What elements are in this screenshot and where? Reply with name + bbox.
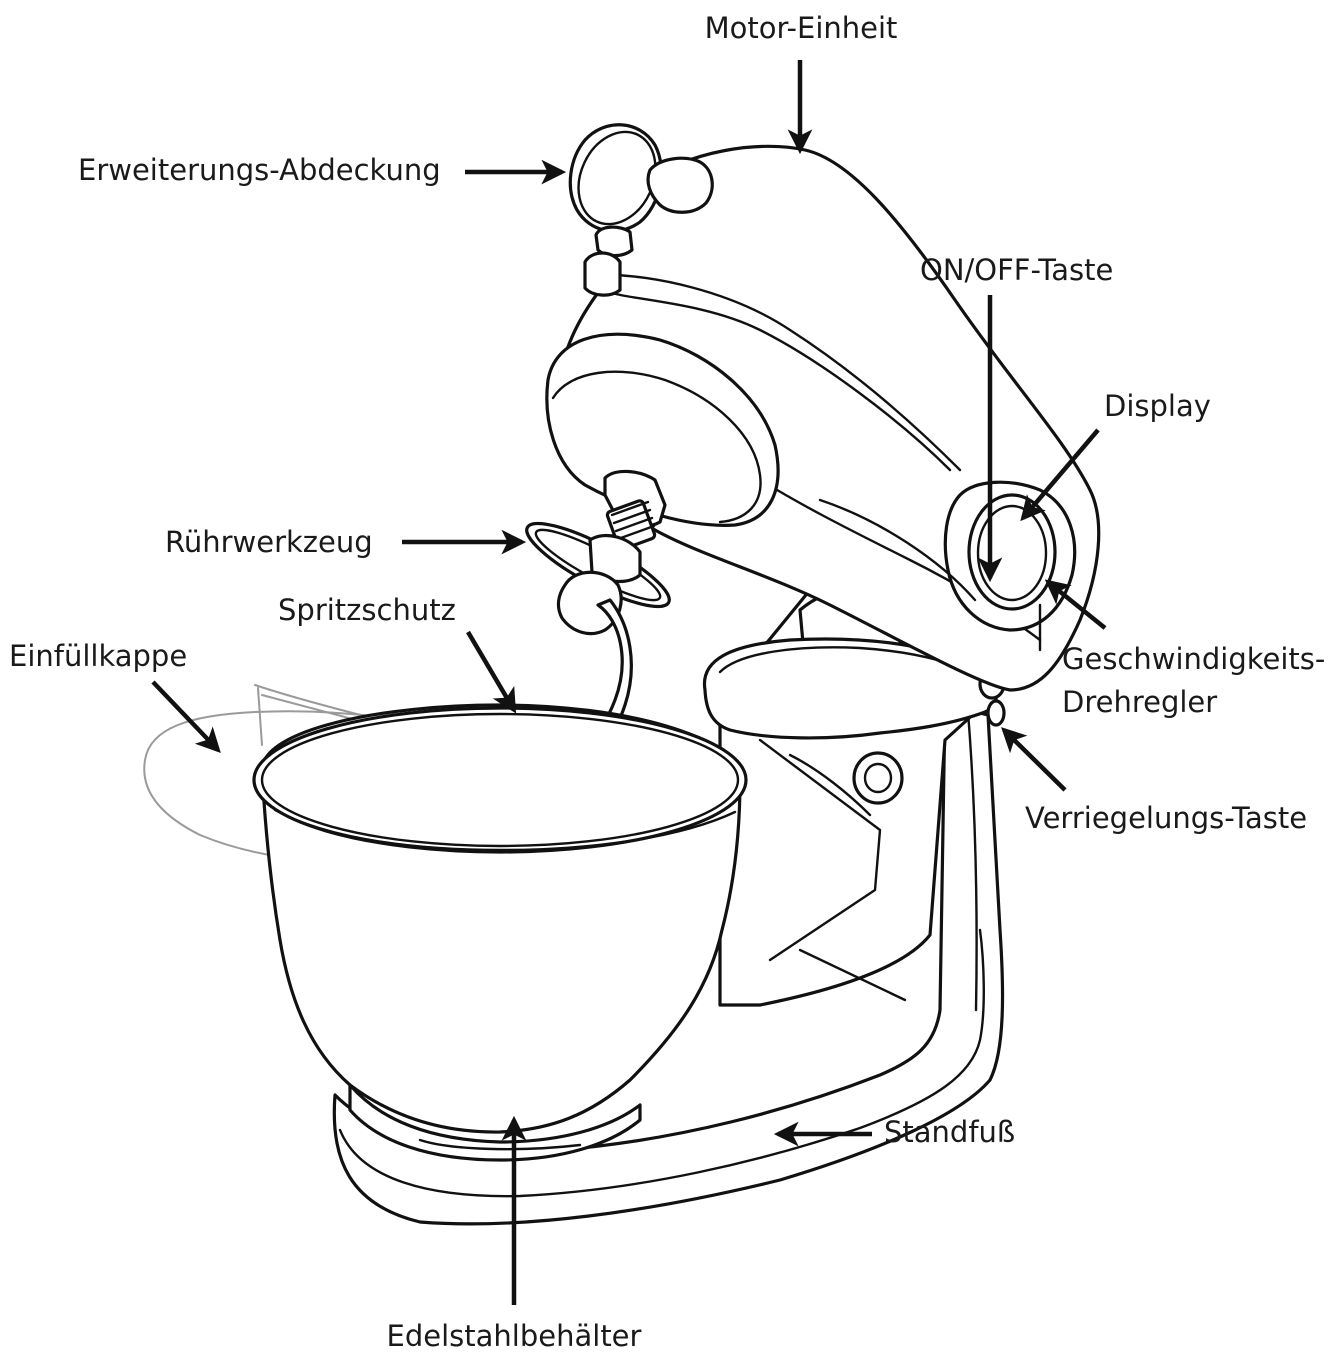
label-lock-button: Verriegelungs-Taste [1025, 801, 1308, 835]
arrow-splash-guard [466, 630, 517, 714]
label-filler-cap: Einfüllkappe [9, 639, 188, 673]
label-on-off-button: ON/OFF-Taste [920, 253, 1114, 287]
arrow-speed-knob [1044, 579, 1107, 630]
motor-head-drawing [545, 144, 1101, 692]
label-speed-knob-line2: Drehregler [1062, 685, 1218, 719]
bowl-drawing [252, 703, 748, 1162]
label-motor-unit: Motor-Einheit [704, 11, 898, 45]
label-splash-guard: Spritzschutz [278, 593, 456, 627]
arrow-lock-button [1001, 727, 1067, 792]
label-speed-knob-line1: Geschwindigkeits- [1062, 642, 1326, 676]
arrow-filler-cap [151, 680, 221, 753]
arrow-display [1020, 428, 1100, 522]
annotation-arrows [151, 60, 1107, 1305]
label-base: Standfuß [884, 1115, 1016, 1149]
label-mixing-tool: Rührwerkzeug [165, 525, 373, 559]
label-extension-cover: Erweiterungs-Abdeckung [78, 153, 441, 187]
extension-cover-drawing [568, 123, 714, 297]
label-display: Display [1104, 389, 1211, 423]
label-bowl: Edelstahlbehälter [386, 1319, 642, 1353]
